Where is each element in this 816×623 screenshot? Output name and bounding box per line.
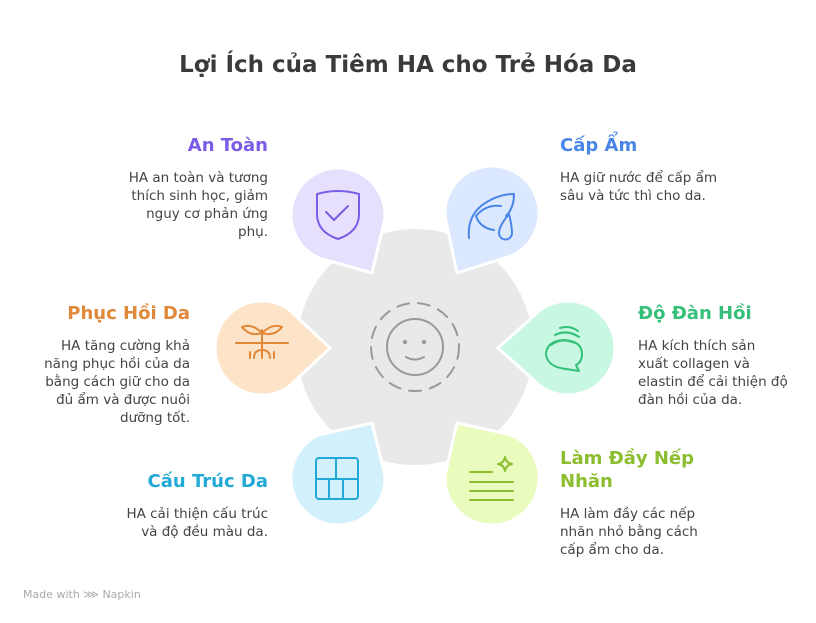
benefit-title: Độ Đàn Hồi	[638, 303, 752, 324]
benefit-cau-truc-da: Cấu Trúc Da HA cải thiện cấu trúc và độ …	[68, 470, 268, 541]
petal-do-dan-hoi	[495, 299, 617, 397]
petal-lam-day-nep-nhan	[443, 421, 541, 527]
benefit-title: Cấu Trúc Da	[147, 471, 268, 492]
text-sparkle-icon	[469, 456, 514, 501]
benefit-do-dan-hoi: Độ Đàn Hồi HA kích thích sản xuất collag…	[638, 302, 788, 409]
benefit-lam-day-nep-nhan: Làm Đầy Nếp Nhăn HA làm đầy các nếp nhăn…	[560, 447, 720, 559]
benefit-title: Phục Hồi Da	[67, 303, 190, 324]
shield-check-icon	[316, 190, 360, 240]
benefit-description: HA an toàn và tương thích sinh học, giảm…	[128, 170, 268, 240]
benefit-cap-am: Cấp Ẩm HA giữ nước để cấp ẩm sâu và tức …	[560, 134, 730, 205]
benefit-description: HA kích thích sản xuất collagen và elast…	[638, 338, 788, 408]
grid-layout-icon	[315, 457, 359, 500]
chat-bubbles-icon	[545, 326, 583, 372]
benefit-title: An Toàn	[187, 135, 268, 156]
petal-cau-truc-da	[289, 421, 387, 527]
benefit-description: HA giữ nước để cấp ẩm sâu và tức thì cho…	[560, 170, 718, 204]
benefit-an-toan: An Toàn HA an toàn và tương thích sinh h…	[68, 134, 268, 241]
smiley-face-icon	[370, 302, 460, 392]
benefit-phuc-hoi-da: Phục Hồi Da HA tăng cường khả năng phục …	[0, 302, 190, 427]
petal-cap-am	[443, 164, 541, 275]
benefit-description: HA cải thiện cấu trúc và độ đều màu da.	[126, 506, 268, 540]
petal-an-toan	[289, 166, 387, 275]
benefit-description: HA tăng cường khả năng phục hồi của da b…	[44, 338, 190, 426]
benefit-title: Cấp Ẩm	[560, 135, 638, 156]
diagram-title: Lợi Ích của Tiêm HA cho Trẻ Hóa Da	[179, 52, 637, 78]
center-hub	[297, 229, 533, 465]
made-with-napkin-footer[interactable]: Made with ⋙ Napkin	[23, 588, 141, 601]
leaf-drop-icon	[467, 193, 515, 241]
benefit-title: Làm Đầy Nếp Nhăn	[560, 448, 695, 492]
benefit-description: HA làm đầy các nếp nhăn nhỏ bằng cách cấ…	[560, 506, 698, 558]
petal-phuc-hoi-da	[213, 299, 333, 397]
sprout-roots-icon	[235, 324, 289, 359]
